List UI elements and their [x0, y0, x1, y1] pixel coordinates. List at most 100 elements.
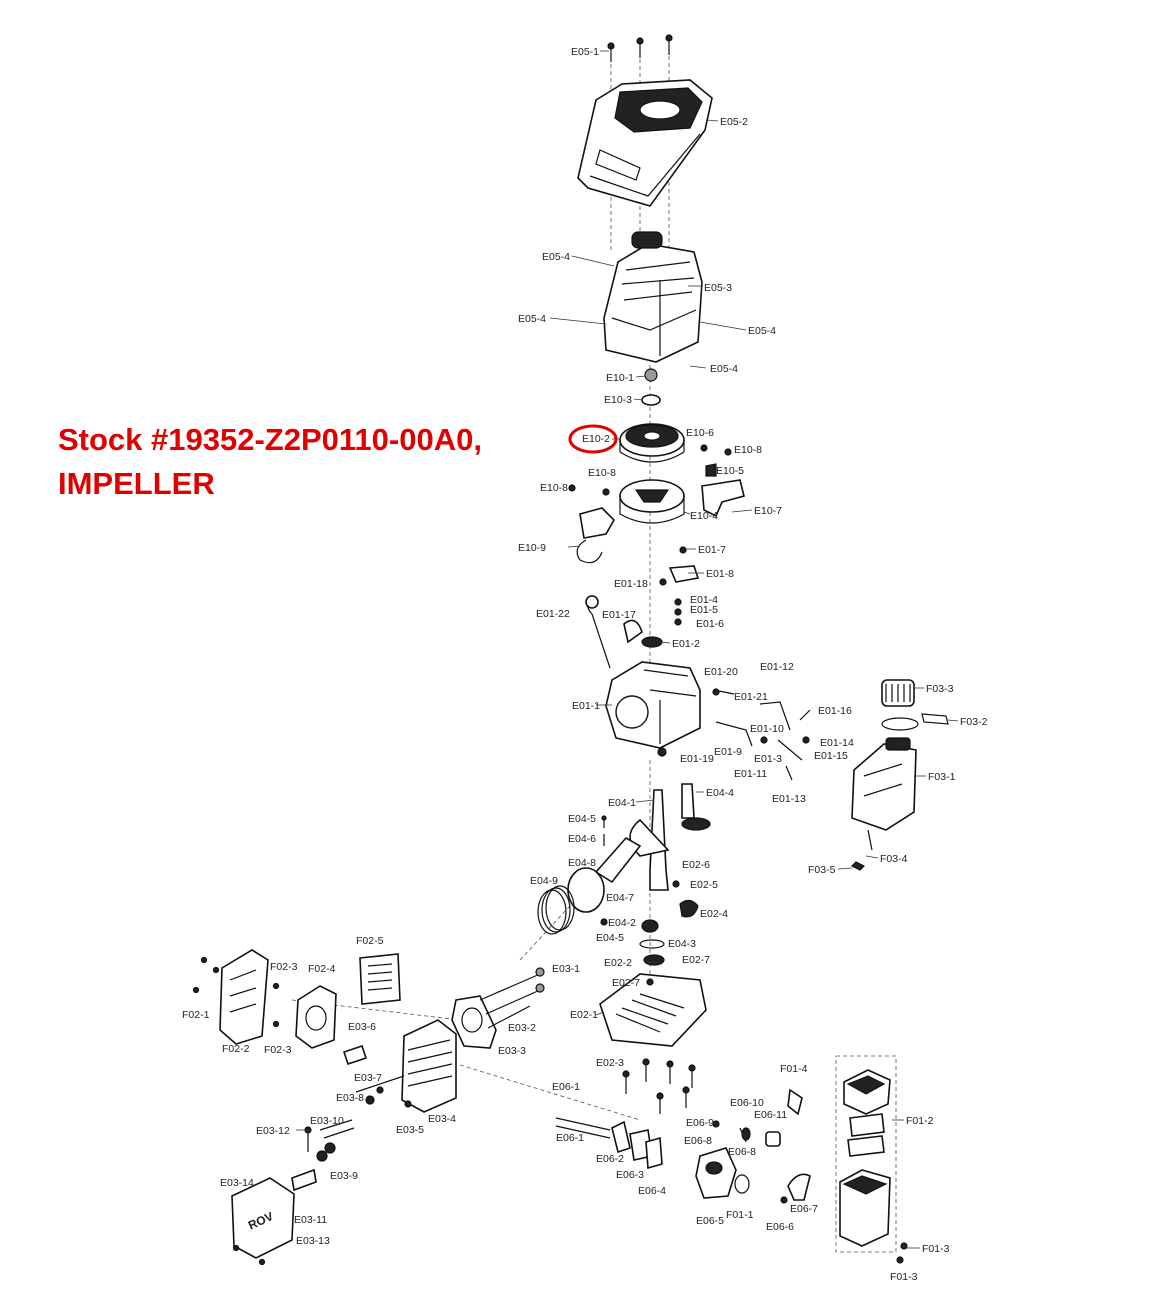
label-E10-8: E10-8	[588, 467, 616, 479]
throttle-bracket	[701, 463, 745, 518]
fuel-cap-seal	[881, 717, 919, 731]
part-labels: E05-1 E05-2 E05-3 E05-4 E05-4 E05-4 E05-…	[182, 46, 988, 1283]
label-E03-11: E03-11	[294, 1214, 327, 1226]
label-E02-7: E02-7	[682, 954, 710, 966]
label-F02-1: F02-1	[182, 1009, 210, 1021]
piston-rings	[537, 885, 575, 935]
label-E04-4: E04-4	[706, 787, 734, 799]
label-E01-19: E01-19	[680, 753, 714, 765]
label-E03-10: E03-10	[310, 1115, 344, 1127]
label-E04-5: E04-5	[568, 813, 596, 825]
flywheel	[619, 479, 685, 524]
label-F02-4: F02-4	[308, 963, 336, 975]
label-E06-6: E06-6	[766, 1221, 794, 1233]
label-F01-3: F01-3	[922, 1243, 950, 1255]
part-name-text: IMPELLER	[58, 466, 215, 501]
oil-pan-group	[599, 973, 707, 1114]
label-F02-3: F02-3	[264, 1044, 292, 1056]
label-E10-5: E10-5	[716, 465, 744, 477]
label-F01-3: F01-3	[890, 1271, 918, 1283]
blower-cover-group	[577, 34, 713, 363]
label-E10-1: E10-1	[606, 372, 634, 384]
label-E02-1: E02-1	[570, 1009, 598, 1021]
label-E03-14: E03-14	[220, 1177, 254, 1189]
label-E05-3: E05-3	[704, 282, 732, 294]
blower-housing	[603, 243, 703, 363]
label-F01-1: F01-1	[726, 1209, 754, 1221]
air-filter-base	[839, 1169, 891, 1247]
air-filter-group	[835, 1055, 908, 1264]
label-E04-1: E04-1	[608, 797, 636, 809]
fuel-tank-group	[850, 679, 949, 871]
flywheel-group	[568, 368, 745, 564]
label-E01-2: E01-2	[672, 638, 700, 650]
label-E02-6: E02-6	[682, 859, 710, 871]
label-E01-15: E01-15	[814, 750, 848, 762]
label-F03-5: F03-5	[808, 864, 836, 876]
connecting-rod	[594, 836, 642, 884]
stock-number-text: Stock #19352-Z2P0110-00A0,	[58, 422, 482, 457]
label-E01-1: E01-1	[572, 700, 600, 712]
label-F03-1: F03-1	[928, 771, 956, 783]
label-F01-4: F01-4	[780, 1063, 808, 1075]
cylinder-head	[401, 1019, 457, 1113]
label-E04-7: E04-7	[606, 892, 634, 904]
label-E05-1: E05-1	[571, 46, 599, 58]
label-E10-3: E10-3	[604, 394, 632, 406]
label-E10-4: E10-4	[690, 510, 718, 522]
oil-pan-bolts	[622, 1058, 696, 1114]
valve-cover-plate	[219, 949, 269, 1045]
label-E10-7: E10-7	[754, 505, 782, 517]
label-E05-4: E05-4	[710, 363, 738, 375]
valve-cover-gasket	[359, 953, 401, 1005]
label-E06-5: E06-5	[696, 1215, 724, 1227]
label-E06-10: E06-10	[730, 1097, 764, 1109]
label-E06-11: E06-11	[754, 1109, 787, 1121]
head-bolts	[479, 967, 545, 1029]
label-E01-18: E01-18	[614, 578, 648, 590]
label-E03-13: E03-13	[296, 1235, 330, 1247]
label-E01-20: E01-20	[704, 666, 738, 678]
label-E06-1: E06-1	[556, 1132, 584, 1144]
label-E03-9: E03-9	[330, 1170, 358, 1182]
label-E05-4: E05-4	[518, 313, 546, 325]
label-E06-4: E06-4	[638, 1185, 666, 1197]
label-E06-2: E06-2	[596, 1153, 624, 1165]
label-E04-5: E04-5	[596, 932, 624, 944]
label-E10-8: E10-8	[734, 444, 762, 456]
label-E04-9: E04-9	[530, 875, 558, 887]
label-E04-8: E04-8	[568, 857, 596, 869]
label-E06-1: E06-1	[552, 1081, 580, 1093]
label-E10-6: E10-6	[686, 427, 714, 439]
label-E10-2: E10-2	[582, 433, 610, 445]
label-E01-17: E01-17	[602, 609, 636, 621]
fuel-tank	[851, 743, 917, 831]
label-E03-1: E03-1	[552, 963, 580, 975]
label-E06-8: E06-8	[684, 1135, 712, 1147]
label-E04-3: E04-3	[668, 938, 696, 950]
label-E03-2: E03-2	[508, 1022, 536, 1034]
label-E01-21: E01-21	[734, 691, 768, 703]
impeller	[619, 423, 685, 463]
carburetor-group	[555, 1088, 811, 1204]
label-E06-9: E06-9	[686, 1117, 714, 1129]
crankcase-group	[585, 546, 811, 781]
crankshaft-group	[537, 783, 711, 966]
label-F02-3: F02-3	[270, 961, 298, 973]
label-F03-3: F03-3	[926, 683, 954, 695]
label-E04-2: E04-2	[608, 917, 636, 929]
spark-plug	[342, 1044, 368, 1066]
label-E03-5: E03-5	[396, 1124, 424, 1136]
label-E02-4: E02-4	[700, 908, 728, 920]
label-E01-3: E01-3	[754, 753, 782, 765]
label-E01-5: E01-5	[690, 604, 718, 616]
label-E01-10: E01-10	[750, 723, 784, 735]
label-E06-3: E06-3	[616, 1169, 644, 1181]
label-E01-6: E01-6	[696, 618, 724, 630]
label-E03-6: E03-6	[348, 1021, 376, 1033]
label-E02-5: E02-5	[690, 879, 718, 891]
label-E05-4: E05-4	[748, 325, 776, 337]
valve-cover	[295, 985, 337, 1049]
